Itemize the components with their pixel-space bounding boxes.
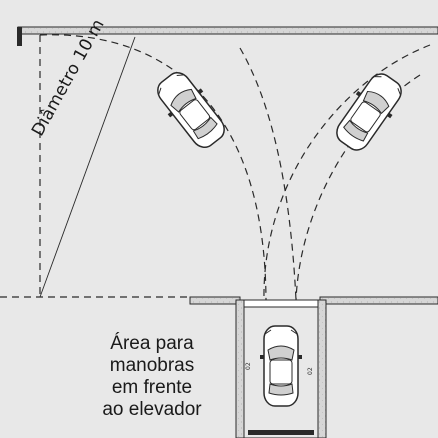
bottom-wall-left [189,296,241,305]
maneuver-area-label: Área para manobras em frente ao elevador [80,333,224,421]
svg-text:02: 02 [307,367,314,375]
bottom-wall-right [319,296,438,305]
svg-text:02: 02 [245,362,252,370]
car-left-turning [149,64,233,156]
area-label-line: ao elevador [102,399,202,420]
diameter-line [39,36,136,298]
car-right-turning [328,66,410,158]
elevator-shaft: 02 02 [235,299,327,438]
area-label-line: em frente [111,377,193,398]
area-label-line: manobras [109,355,195,376]
turning-arcs [39,34,431,301]
car-in-elevator [259,325,303,407]
area-label-line: Área para [110,333,194,354]
top-wall [17,26,438,46]
